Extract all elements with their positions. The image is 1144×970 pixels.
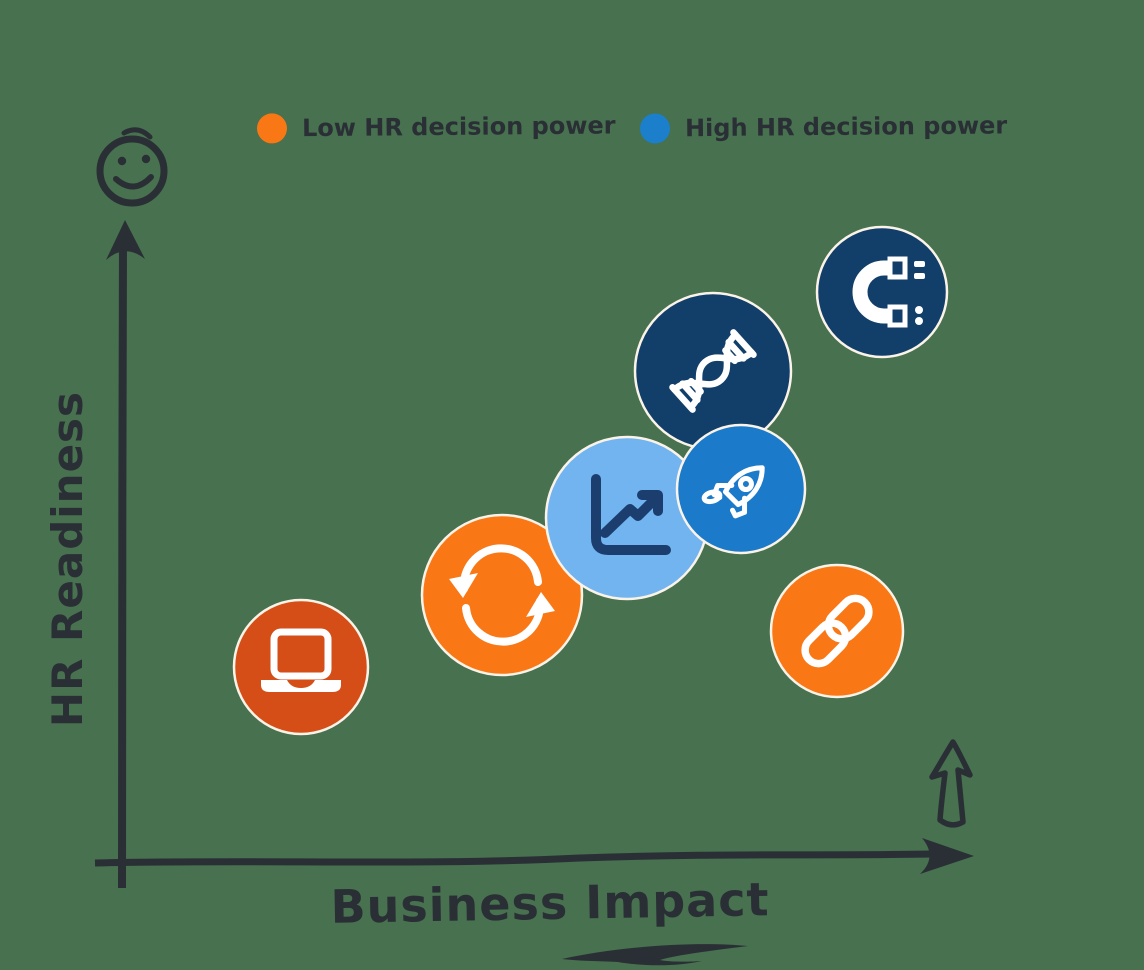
bubble-laptop: [232, 598, 370, 736]
bubble-sync: [420, 513, 584, 677]
laptop-icon: [261, 628, 341, 692]
axes: [94, 220, 974, 889]
y-axis-label: HR Readiness: [43, 390, 92, 728]
bubble-line-chart: [544, 435, 710, 601]
bubble-dna: [633, 291, 793, 451]
bubble-chain-link: [769, 563, 905, 699]
bubble-circle: [815, 225, 949, 359]
rocket-icon: [701, 465, 765, 519]
legend-dot-blue: [640, 113, 671, 144]
x-axis-arrowhead: [920, 838, 974, 874]
x-axis-label: Business Impact: [330, 872, 770, 934]
smiley-face-icon: [96, 127, 168, 207]
bubble-magnet: [815, 225, 949, 359]
bubble-circle: [232, 598, 370, 736]
bubble-circle: [633, 291, 793, 451]
legend-label-low: Low HR decision power: [301, 111, 616, 143]
y-axis-line: [118, 239, 127, 889]
magnet-icon: [852, 256, 925, 328]
smiley-hair: [121, 127, 153, 140]
legend-dot-orange: [257, 113, 288, 144]
legend-item-low-hr-decision-power: Low HR decision power: [255, 108, 616, 145]
x-axis-line: [94, 850, 935, 867]
sync-arrows-icon: [449, 544, 555, 646]
bubble-circle: [420, 513, 584, 677]
x-label-underline: [562, 944, 748, 966]
smiley-mouth: [113, 174, 154, 190]
up-arrow-doodle-icon: [929, 739, 973, 828]
legend-item-high-hr-decision-power: High HR decision power: [638, 108, 1007, 145]
legend-label-high: High HR decision power: [684, 111, 1008, 143]
dna-icon: [669, 329, 757, 413]
y-axis-arrowhead: [106, 220, 145, 260]
smiley-head: [96, 135, 168, 207]
bubble-circle: [769, 563, 905, 699]
smiley-eye-left: [117, 156, 127, 166]
chain-link-icon: [801, 594, 873, 668]
line-chart-icon: [591, 474, 671, 555]
smiley-eye-right: [141, 154, 151, 164]
magnet-field-marks: [914, 261, 925, 325]
bubble-rocket: [675, 423, 807, 555]
